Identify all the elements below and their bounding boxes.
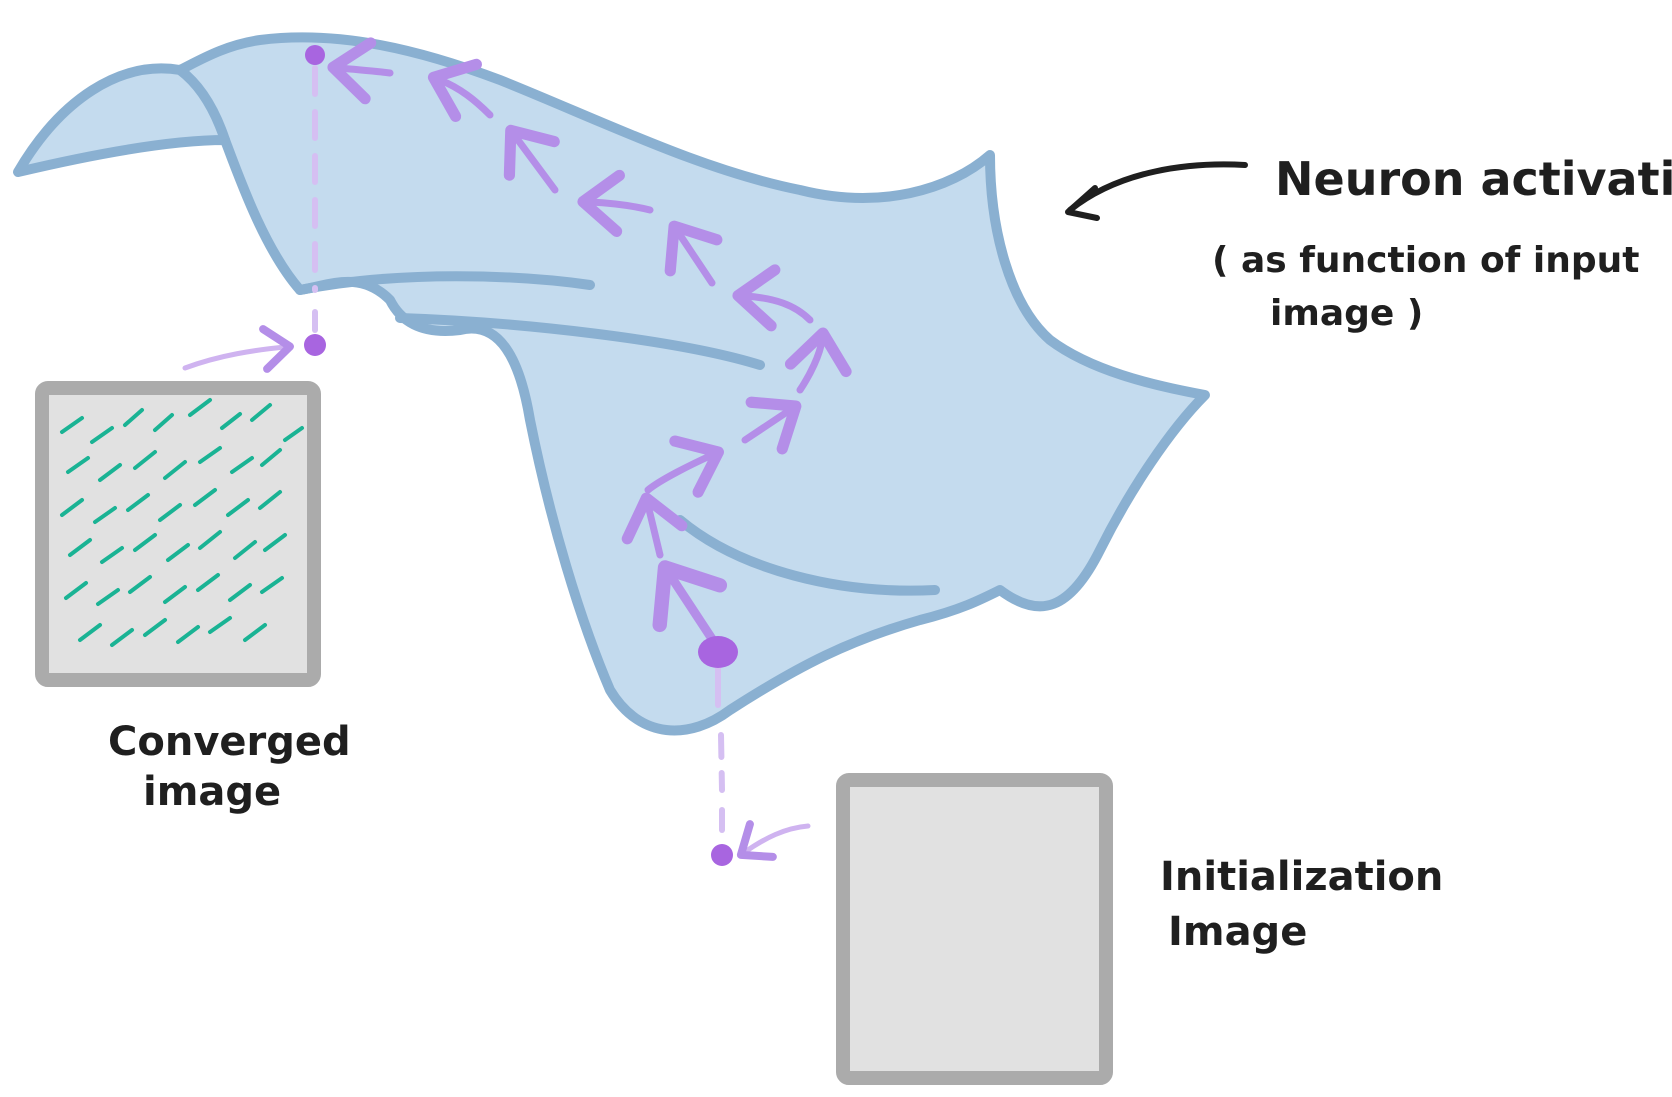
image-pointer-arrows (182, 325, 811, 861)
path-step-arrow (652, 560, 728, 653)
optimization-path (327, 37, 852, 653)
neuron-activation-label-line2: ( as function of input (1212, 240, 1639, 281)
converged-label-line1: Converged (108, 719, 351, 765)
converged-texture (60, 398, 304, 647)
converged-label-line2: image (143, 769, 281, 815)
path-step-arrow (427, 58, 494, 123)
neuron-activation-label-line3: image ) (1270, 293, 1423, 334)
converged-pointer-arrow (182, 325, 294, 373)
initialization-label-line1: Initialization (1160, 854, 1443, 900)
path-step-arrow (644, 435, 724, 498)
neuron-activation-label-line1: Neuron activation (1275, 152, 1672, 206)
init-projection-line-lower (718, 732, 725, 793)
initial-surface-dot (698, 636, 738, 668)
path-step-arrow (732, 264, 814, 332)
initialization-label-line2: Image (1168, 909, 1307, 955)
converged-image (35, 381, 321, 687)
projection-lines (312, 65, 725, 833)
initial-input-dot (711, 844, 733, 866)
init-pointer-arrow (736, 820, 811, 861)
path-step-arrow (503, 124, 560, 194)
path-step-arrow (621, 492, 688, 559)
converged-surface-dot (305, 45, 325, 65)
converged-input-dot (304, 334, 326, 356)
path-step-arrow (741, 396, 802, 455)
path-step-arrow (327, 37, 394, 105)
path-step-arrow (784, 327, 852, 394)
path-step-arrow (664, 220, 723, 287)
neuron-activation-arrow (1065, 161, 1248, 221)
initialization-image (836, 773, 1113, 1085)
path-step-arrow (577, 169, 654, 237)
